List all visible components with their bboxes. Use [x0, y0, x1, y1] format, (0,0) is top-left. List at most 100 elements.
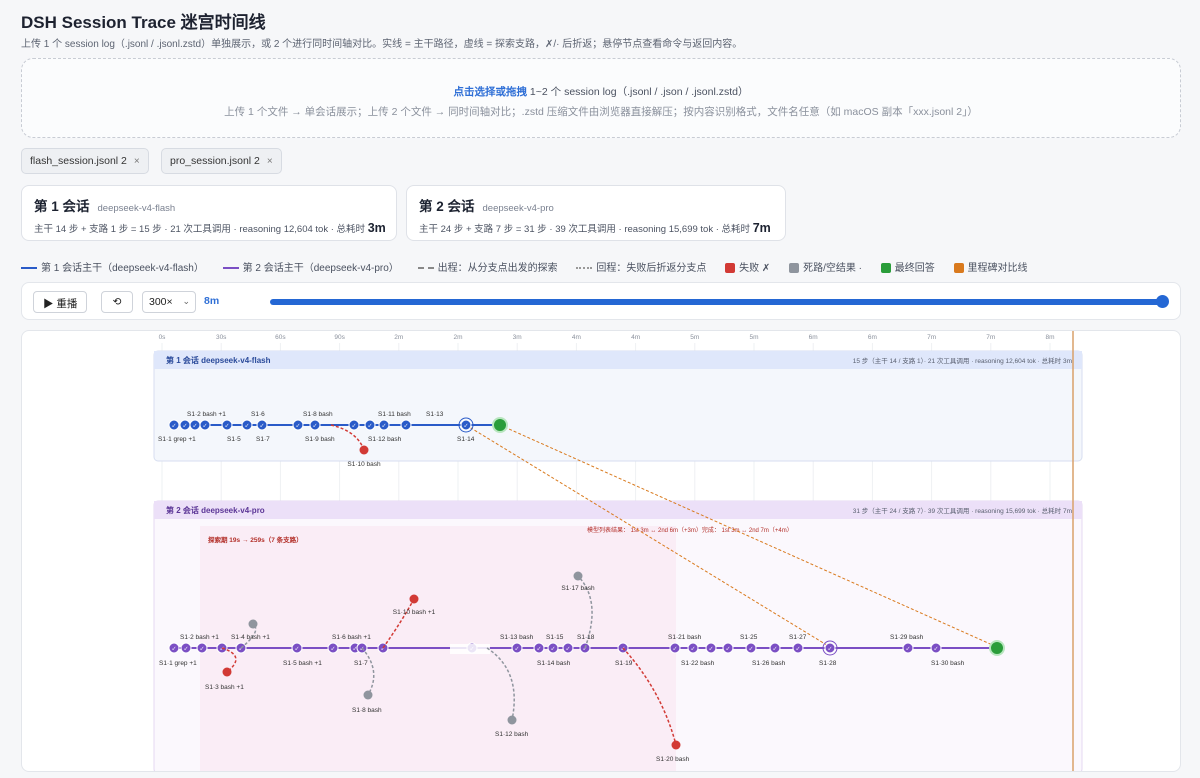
- fail-node: [359, 445, 369, 455]
- lane-2-branch-path: [382, 598, 415, 649]
- lane-2-final-node: [989, 640, 1005, 656]
- axis-tick-label: 90s: [334, 334, 345, 341]
- session-card-stats: 主干 24 步 + 支路 7 步 = 31 步 · 39 次工具调用 · rea…: [419, 221, 773, 235]
- step-check-icon: ✓: [536, 647, 541, 653]
- lane-1-step-label: S1·11 bash: [378, 411, 411, 418]
- step-check-icon: ✓: [795, 647, 800, 653]
- legend-fail: 失败 ✗: [725, 259, 770, 274]
- timeline-scrubber[interactable]: [270, 295, 1169, 308]
- axis-tick-label: 2m: [453, 334, 462, 341]
- step-check-icon: ✓: [905, 647, 910, 653]
- scrubber-handle[interactable]: [1156, 295, 1169, 308]
- chevron-down-icon: ⌄: [182, 296, 190, 306]
- step-check-icon: ✓: [171, 424, 176, 430]
- lane-2-branch-path: [622, 647, 677, 746]
- page-subtitle: 上传 1 个 session log（.jsonl / .jsonl.zstd）…: [21, 39, 743, 50]
- lane-2-step-label: S1·5 bash +1: [283, 660, 322, 667]
- lane-1-step-node: [221, 419, 233, 431]
- step-check-icon: ✓: [192, 424, 197, 430]
- lane-2-step-node: [511, 642, 523, 654]
- lane-2-step-node: [705, 642, 717, 654]
- lane-1-step-label: S1·7: [256, 436, 270, 443]
- axis-tick-label: 6m: [868, 334, 877, 341]
- lane-1-step-node: [364, 419, 376, 431]
- axis-tick-label: 5m: [690, 334, 699, 341]
- step-check-icon: ✓: [933, 647, 938, 653]
- step-check-icon: ✓: [725, 647, 730, 653]
- axis-tick-label: 4m: [572, 334, 581, 341]
- legend: 第 1 会话主干（deepseek-v4-flash） 第 2 会话主干（dee…: [21, 259, 1044, 274]
- lane-2-step-node: [687, 642, 699, 654]
- remove-file-icon[interactable]: ×: [266, 156, 273, 167]
- lane-2-step-label: S1·29 bash: [890, 634, 924, 641]
- dead-end-node: [363, 690, 373, 700]
- file-dropzone[interactable]: 点击选择或拖拽 1~2 个 session log（.jsonl / .json…: [21, 58, 1181, 138]
- axis-tick-label: 30s: [216, 334, 227, 341]
- step-check-icon: ✓: [582, 647, 587, 653]
- lane-1-step-label: S1·8 bash: [303, 411, 333, 418]
- lane-1-step-label: S1·5: [227, 436, 241, 443]
- lane-1-stats: 15 步（主干 14 / 支路 1）· 21 次工具调用 · reasoning…: [853, 356, 1072, 365]
- axis-tick-label: 4m: [631, 334, 640, 341]
- lane-2-step-label: S1·26 bash: [752, 660, 786, 667]
- fail-node: [671, 740, 681, 750]
- lane-2-step-node: [547, 642, 559, 654]
- dashed-line-icon: [417, 267, 434, 270]
- lane-2-step-node: [327, 642, 339, 654]
- lane-2-step-label: S1·28: [819, 660, 837, 667]
- remove-file-icon[interactable]: ×: [133, 156, 140, 167]
- milestone-compare-label: 模型列表结果： 1st 3m ↔ 2nd 6m（+3m）完成： 1st 3m ↔…: [587, 526, 793, 534]
- step-check-icon: ✓: [565, 647, 570, 653]
- lane-2-step-label: S1·27: [789, 634, 807, 641]
- session-duration: 7m: [752, 221, 771, 235]
- green-square-icon: [880, 263, 891, 274]
- lane-1-title: 第 1 会话 deepseek-v4-flash: [166, 355, 271, 365]
- lane-1-step-label: S1·2 bash +1: [187, 411, 226, 418]
- lane-2-step-label: S1·7: [354, 660, 368, 667]
- lane-1-final-node: [492, 417, 508, 433]
- legend-dead: 死路/空结果 ·: [789, 259, 862, 274]
- session-model: deepseek-v4-flash: [97, 203, 176, 214]
- legend-final: 最终回答: [880, 259, 935, 274]
- playback-controls: ▶ 重播 ⟲ 300×⌄ 8m: [21, 282, 1181, 320]
- lane-2-title: 第 2 会话 deepseek-v4-pro: [166, 505, 265, 515]
- dropzone-format-hint: 1~2 个 session log（.jsonl / .json / .json…: [527, 86, 749, 98]
- reset-button[interactable]: ⟲: [101, 291, 133, 313]
- step-check-icon: ✓: [259, 424, 264, 430]
- session-model: deepseek-v4-pro: [482, 203, 554, 214]
- lane-2-branch-label: S1·10 bash +1: [393, 609, 436, 616]
- orange-square-icon: [953, 263, 964, 274]
- step-check-icon: ✓: [403, 424, 408, 430]
- lane-1-step-node: [348, 419, 360, 431]
- replay-button[interactable]: ▶ 重播: [33, 291, 88, 313]
- lane-2-step-label: S1·13 bash: [500, 634, 534, 641]
- lane-1-step-node: [400, 419, 412, 431]
- axis-tick-label: 6m: [809, 334, 818, 341]
- lane-1-step-node: [241, 419, 253, 431]
- legend-return: 回程：失败后折返分支点: [576, 259, 706, 274]
- step-check-icon: ✓: [514, 647, 519, 653]
- step-check-icon: ✓: [772, 647, 777, 653]
- lane-2-step-node: [180, 642, 192, 654]
- lane-1-step-node: [168, 419, 180, 431]
- axis-tick-label: 7m: [927, 334, 936, 341]
- lane-2-step-label: S1·12 bash: [495, 731, 529, 738]
- lane-2-step-node: [930, 642, 942, 654]
- axis-tick-label: 3m: [513, 334, 522, 341]
- dropzone-select-link[interactable]: 点击选择或拖拽: [453, 86, 528, 98]
- lane-1-step-label: S1·1 grep +1: [158, 436, 196, 443]
- highlight-ring: [822, 640, 838, 656]
- lane-2-step-node: [196, 642, 208, 654]
- speed-select[interactable]: 300×⌄: [142, 291, 196, 313]
- step-check-icon: ✓: [463, 424, 468, 430]
- lane-1-branch-label: S1·10 bash: [347, 461, 381, 468]
- lane-2-step-label: S1·3 bash +1: [205, 684, 244, 691]
- session-title: 第 1 会话: [34, 199, 90, 214]
- gray-square-icon: [789, 263, 800, 274]
- lane-1-step-node: [256, 419, 268, 431]
- lane-1-step-node: [460, 419, 472, 431]
- step-check-icon: ✓: [708, 647, 713, 653]
- session-stats-text: 主干 14 步 + 支路 1 步 = 15 步 · 21 次工具调用 · rea…: [34, 224, 368, 235]
- step-check-icon: ✓: [294, 647, 299, 653]
- page-title: DSH Session Trace 迷宫时间线: [21, 13, 266, 32]
